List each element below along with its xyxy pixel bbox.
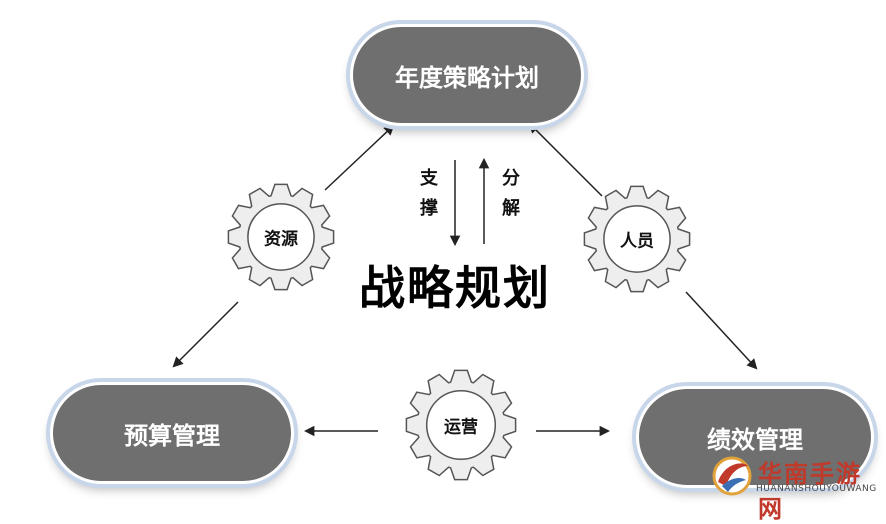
node-right-label: 绩效管理 <box>707 425 803 454</box>
support-char-1: 支 <box>420 168 438 189</box>
gear-people: 人员 <box>582 180 692 298</box>
arrow-people-to-top <box>528 122 603 197</box>
arrow-resources-to-top <box>324 124 395 191</box>
node-performance-management: 绩效管理 <box>636 386 874 488</box>
connector-arrows <box>172 122 758 437</box>
gear-icon <box>405 369 517 481</box>
watermark-subtitle: HUANANSHOUYOUWANG <box>756 484 877 494</box>
decompose-char-1: 分 <box>502 168 520 189</box>
gear-operation-label: 运营 <box>444 417 478 438</box>
gear-icon <box>583 185 691 293</box>
node-left-label: 预算管理 <box>124 421 220 450</box>
gear-people-label: 人员 <box>620 231 654 252</box>
diagram-canvas: 年度策略计划 预算管理 绩效管理 资源 人员 运营 支 撑 分 解 战略规划 华… <box>50 24 882 523</box>
watermark: 华南手游网 HUANANSHOUYOUWANG <box>706 452 882 523</box>
gear-icon <box>227 183 335 291</box>
gear-operation: 运营 <box>404 364 518 486</box>
decompose-char-2: 解 <box>502 198 520 219</box>
gear-hub <box>425 389 497 461</box>
support-label: 支 撑 <box>418 164 440 224</box>
arrow-resources-to-left <box>172 301 239 368</box>
node-annual-strategy-plan: 年度策略计划 <box>350 24 584 126</box>
node-top-label: 年度策略计划 <box>395 63 539 92</box>
support-char-2: 撑 <box>420 198 438 219</box>
arrow-people-to-right <box>685 291 758 370</box>
gear-resources-label: 资源 <box>264 229 298 250</box>
node-budget-management: 预算管理 <box>50 382 294 484</box>
gear-hub <box>247 203 315 271</box>
gear-resources: 资源 <box>226 178 336 296</box>
watermark-logo-icon <box>712 456 752 496</box>
center-title: 战略规划 <box>359 261 551 315</box>
decompose-label: 分 解 <box>500 164 522 224</box>
gear-hub <box>603 205 671 273</box>
